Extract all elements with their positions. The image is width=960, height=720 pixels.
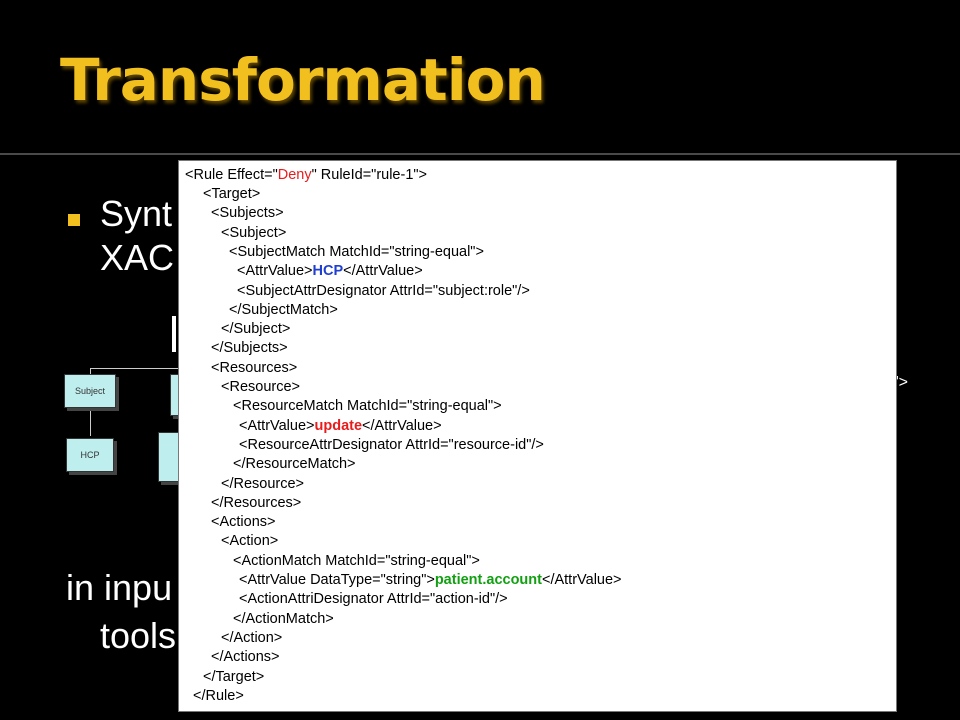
code-line: </Subjects> [211, 340, 288, 356]
code-line: <Subject> [221, 225, 287, 241]
code-line: <AttrValue>update</AttrValue> [239, 418, 442, 434]
code-line: </Subject> [221, 321, 291, 337]
code-line: <ResourceMatch MatchId="string-equal"> [233, 398, 502, 414]
bullet-text-line2: XAC [100, 237, 175, 278]
title-divider [0, 153, 960, 155]
xacml-code-panel: <Rule Effect="Deny" RuleId="rule-1"> <Ta… [178, 160, 897, 712]
tree-node-partial [158, 432, 180, 482]
attr-value-hcp: HCP [312, 263, 344, 279]
bottom-text-line2: tools [100, 615, 177, 656]
tree-connector [172, 316, 176, 352]
code-line: </Resource> [221, 476, 305, 492]
code-line: <Resources> [211, 360, 298, 376]
tree-node-hcp: HCP [66, 438, 114, 472]
attr-value-update: update [314, 418, 363, 434]
bullet-square-icon [68, 214, 80, 226]
bullet-text-line1: Synt [100, 193, 173, 234]
title-bar: Transformation [0, 0, 960, 150]
tree-node-subject: Subject [64, 374, 116, 408]
bottom-text-line1: in inpu [66, 567, 173, 608]
tree-connector [90, 368, 180, 369]
code-line: </ResourceMatch> [233, 456, 356, 472]
code-line: </Action> [221, 630, 283, 646]
effect-value: Deny [277, 167, 312, 183]
code-line: </Actions> [211, 649, 280, 665]
code-line: <SubjectAttrDesignator AttrId="subject:r… [237, 283, 530, 299]
code-line: <ActionMatch MatchId="string-equal"> [233, 553, 480, 569]
code-line: <Resource> [221, 379, 300, 395]
code-line: <ResourceAttrDesignator AttrId="resource… [239, 437, 544, 453]
code-line: </Rule> [193, 688, 244, 704]
code-line: <Subjects> [211, 205, 284, 221]
attr-value-patient-account: patient.account [434, 572, 542, 588]
code-line: <Target> [203, 186, 261, 202]
code-line: <SubjectMatch MatchId="string-equal"> [229, 244, 484, 260]
code-line: <ActionAttriDesignator AttrId="action-id… [239, 591, 508, 607]
code-line: <Actions> [211, 514, 276, 530]
code-line: </Target> [203, 669, 265, 685]
tree-connector [90, 368, 91, 374]
code-line: <AttrValue>HCP</AttrValue> [237, 263, 423, 279]
code-line: </SubjectMatch> [229, 302, 338, 318]
code-line: <AttrValue DataType="string">patient.acc… [239, 572, 622, 588]
slide-title: Transformation [60, 46, 546, 114]
tree-connector [90, 406, 91, 436]
code-line: </ActionMatch> [233, 611, 334, 627]
code-line: </Resources> [211, 495, 302, 511]
code-line: <Action> [221, 533, 279, 549]
code-line: <Rule Effect="Deny" RuleId="rule-1"> [185, 167, 428, 183]
